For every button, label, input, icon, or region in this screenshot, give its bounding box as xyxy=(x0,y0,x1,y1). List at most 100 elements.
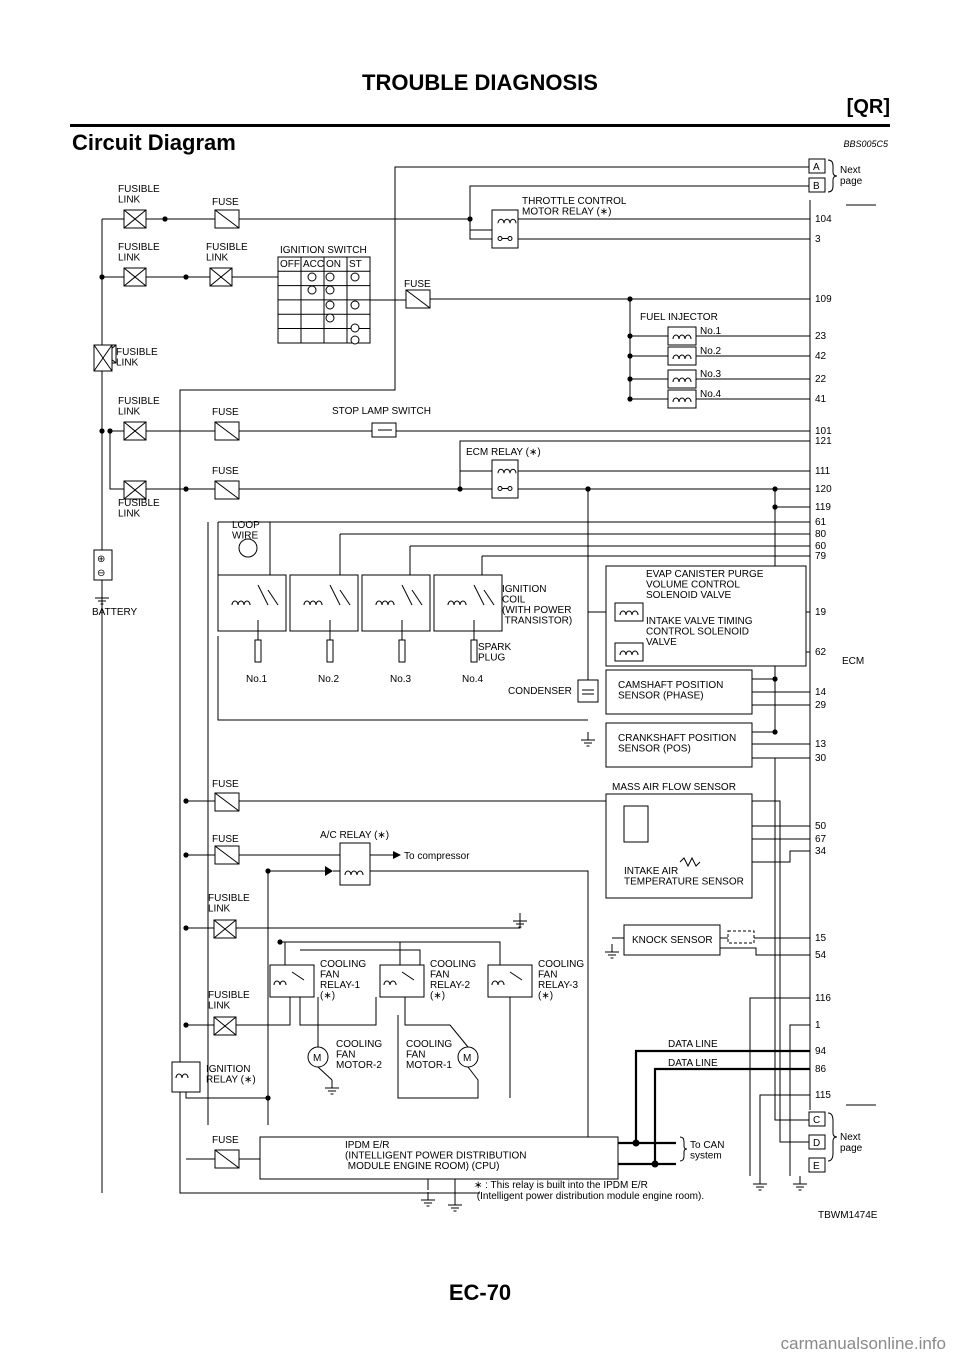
brace-can xyxy=(679,1136,688,1162)
wire xyxy=(459,440,810,489)
loop-wire xyxy=(238,538,258,558)
ecm-pin-number: 62 xyxy=(815,647,827,658)
fusible-link-2 xyxy=(123,267,147,287)
wire xyxy=(370,290,411,301)
relay-coil-symbol xyxy=(175,1073,189,1079)
fuse-label: FUSE xyxy=(212,407,239,418)
junction-dot xyxy=(651,1160,659,1168)
fuse-label: FUSE xyxy=(404,279,431,290)
knock-ground xyxy=(605,944,619,959)
fusible-link-6 xyxy=(123,480,147,500)
wire xyxy=(109,431,124,490)
junction-dot xyxy=(183,1022,189,1028)
section-title: Circuit Diagram xyxy=(72,130,236,155)
ecm-pin-number: 42 xyxy=(815,351,827,362)
page-header-title: TROUBLE DIAGNOSIS xyxy=(362,70,598,95)
knock-sensor-label: KNOCK SENSOR xyxy=(632,935,713,946)
ignition-coil-symbol xyxy=(303,600,323,606)
ipdm-box xyxy=(259,1136,619,1180)
junction-dot xyxy=(277,939,283,945)
ignition-position-label: ON xyxy=(326,259,341,270)
ecm-pin-number: 109 xyxy=(815,294,832,305)
spark-plug xyxy=(398,639,406,663)
ignition-position-label: ST xyxy=(349,259,362,270)
ecm-pin-number: 1 xyxy=(815,1020,821,1031)
junction-dot xyxy=(772,676,778,682)
fuse-1 xyxy=(214,209,240,229)
cooling-fan-motor xyxy=(457,1046,479,1068)
stop-lamp-switch-label: STOP LAMP SWITCH xyxy=(332,406,431,417)
cylinder-number: No.2 xyxy=(318,674,340,685)
junction-dot xyxy=(183,925,189,931)
ecm-pin-number: 41 xyxy=(815,394,827,405)
ignition-coil-symbol xyxy=(447,600,467,606)
junction-dot xyxy=(457,486,463,492)
ecm-relay-label: ECM RELAY (∗) xyxy=(466,447,541,458)
header-rule xyxy=(70,124,890,127)
ecm-pin-number: 104 xyxy=(815,214,832,225)
ecm-pin-number: 3 xyxy=(815,234,821,245)
injector-number: No.1 xyxy=(700,326,722,337)
ecm-pin-number: 111 xyxy=(815,466,831,477)
relay-footnote: ∗ : This relay is built into the IPDM E/… xyxy=(474,1180,704,1202)
evap-valve-coil xyxy=(614,602,644,622)
spark-plug xyxy=(470,639,478,663)
crankshaft-sensor xyxy=(605,722,753,768)
ecm-pin-number: 94 xyxy=(815,1046,827,1057)
ecm-pin-number: 23 xyxy=(815,331,827,342)
connector-letter: D xyxy=(813,1138,820,1149)
cooling-fan-relay xyxy=(487,964,533,998)
spark-plug xyxy=(326,639,334,663)
wire xyxy=(634,1049,810,1143)
figure-code: TBWM1474E xyxy=(818,1210,878,1221)
spark-plug xyxy=(254,639,262,663)
ignition-coil xyxy=(289,574,359,632)
next-page-connector xyxy=(808,177,826,193)
section-code: [QR] xyxy=(846,96,890,118)
wire xyxy=(774,489,810,508)
ac-relay xyxy=(339,842,371,886)
ignition-coil-symbol xyxy=(231,600,251,606)
battery xyxy=(93,549,113,581)
ecm-pin-number: 54 xyxy=(815,950,827,961)
condenser-label: CONDENSER xyxy=(508,686,572,697)
junction-dot xyxy=(632,1139,640,1147)
injector-coil-symbol xyxy=(672,397,692,403)
ipdm-ground xyxy=(421,1192,435,1207)
fusible-link-1 xyxy=(123,209,147,229)
ecm-pin-number: 116 xyxy=(815,993,831,1004)
motor-letter: M xyxy=(463,1053,471,1064)
fuse-5 xyxy=(214,792,240,812)
wire xyxy=(469,185,810,230)
motor-ground xyxy=(325,1080,339,1095)
ecm-relay xyxy=(491,459,519,499)
relay-coil-symbol xyxy=(383,980,397,986)
maf-element xyxy=(623,805,649,843)
ecm-pin-number: 60 xyxy=(815,541,827,552)
ecm-pin-number: 15 xyxy=(815,933,827,944)
fuse-label: FUSE xyxy=(212,1135,239,1146)
valve-coil-symbol xyxy=(619,610,639,616)
next-page-connector xyxy=(808,1134,826,1150)
brace-top xyxy=(827,159,838,193)
junction-dot xyxy=(772,486,778,492)
relay-coil-symbol xyxy=(273,980,287,986)
injector-number: No.2 xyxy=(700,346,722,357)
injector-coil-symbol xyxy=(672,334,692,340)
fuel-injector xyxy=(667,326,697,346)
ignition-coil xyxy=(433,574,503,632)
battery-plus: ⊕ xyxy=(97,554,105,565)
page-number: EC-70 xyxy=(448,1280,512,1305)
